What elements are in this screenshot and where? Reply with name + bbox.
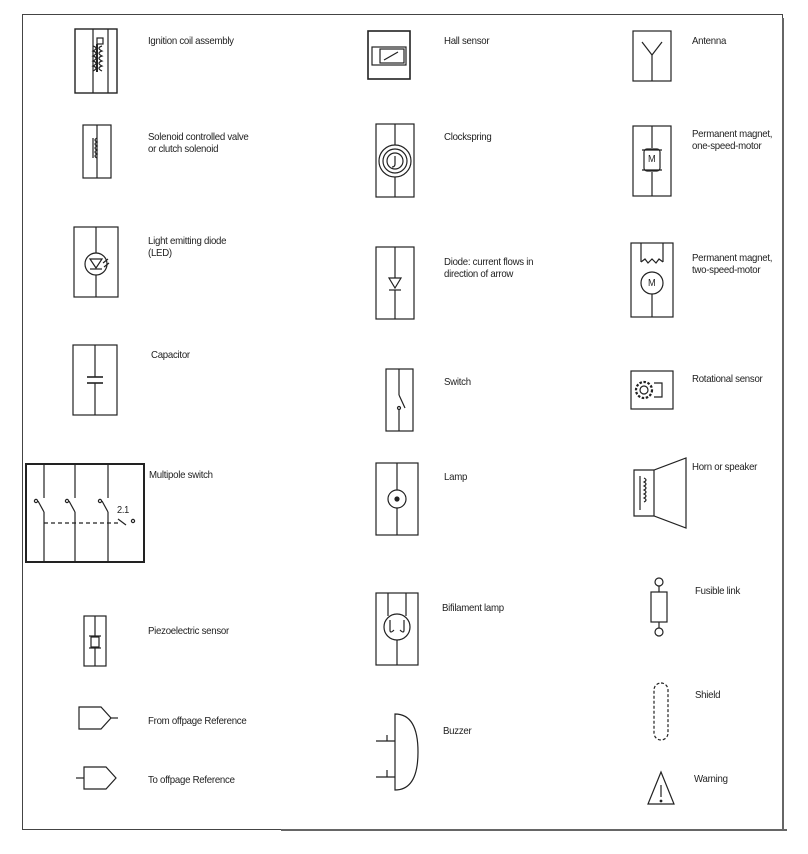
label-fusible-link: Fusible link <box>695 585 741 597</box>
fusible-link-icon <box>650 577 668 637</box>
label-buzzer: Buzzer <box>443 725 472 737</box>
label-ignition-coil: Ignition coil assembly <box>148 35 234 47</box>
label-bifilament-lamp: Bifilament lamp <box>442 602 504 614</box>
antenna-icon <box>632 30 672 82</box>
label-shield: Shield <box>695 689 721 701</box>
motor-one-speed-letter: M <box>648 154 656 165</box>
rotational-sensor-icon <box>630 370 674 410</box>
led-icon <box>73 226 119 298</box>
label-capacitor: Capacitor <box>151 349 190 361</box>
label-pm-two-speed: Permanent magnet, two-speed-motor <box>692 252 773 276</box>
label-solenoid: Solenoid controlled valve or clutch sole… <box>148 131 249 155</box>
warning-icon <box>647 770 675 805</box>
diode-icon <box>375 246 415 320</box>
label-rotational-sensor: Rotational sensor <box>692 373 763 385</box>
solenoid-icon <box>82 124 112 179</box>
motor-one-speed-icon <box>632 125 672 197</box>
label-diode: Diode: current flows in direction of arr… <box>444 256 534 280</box>
multipole-position-number: 2.1 <box>117 505 129 516</box>
label-piezo-sensor: Piezoelectric sensor <box>148 625 229 637</box>
motor-two-speed-icon <box>630 242 674 318</box>
motor-two-speed-letter: M <box>648 278 656 289</box>
label-multipole-switch: Multipole switch <box>149 469 213 481</box>
label-led: Light emitting diode (LED) <box>148 235 227 259</box>
switch-icon <box>385 368 414 432</box>
label-to-offpage: To offpage Reference <box>148 774 235 786</box>
label-lamp: Lamp <box>444 471 468 483</box>
to-offpage-icon <box>76 766 117 790</box>
sheet-shadow-bottom <box>281 829 787 831</box>
shield-icon <box>653 682 669 741</box>
capacitor-icon <box>72 344 118 416</box>
multipole-switch-icon <box>25 463 145 563</box>
label-clockspring: Clockspring <box>444 131 492 143</box>
label-antenna: Antenna <box>692 35 727 47</box>
lamp-icon <box>375 462 419 536</box>
ignition-coil-icon <box>74 28 118 94</box>
label-hall-sensor: Hall sensor <box>444 35 490 47</box>
label-switch: Switch <box>444 376 471 388</box>
piezo-sensor-icon <box>83 615 107 667</box>
hall-sensor-icon <box>367 30 411 80</box>
from-offpage-icon <box>78 706 118 730</box>
label-pm-one-speed: Permanent magnet, one-speed-motor <box>692 128 773 152</box>
label-horn: Horn or speaker <box>692 461 758 473</box>
label-warning: Warning <box>694 773 728 785</box>
sheet-shadow-right <box>782 18 784 831</box>
buzzer-icon <box>376 713 419 791</box>
clockspring-icon <box>375 123 415 198</box>
horn-icon <box>633 457 687 529</box>
bifilament-lamp-icon <box>375 592 419 666</box>
label-from-offpage: From offpage Reference <box>148 715 247 727</box>
